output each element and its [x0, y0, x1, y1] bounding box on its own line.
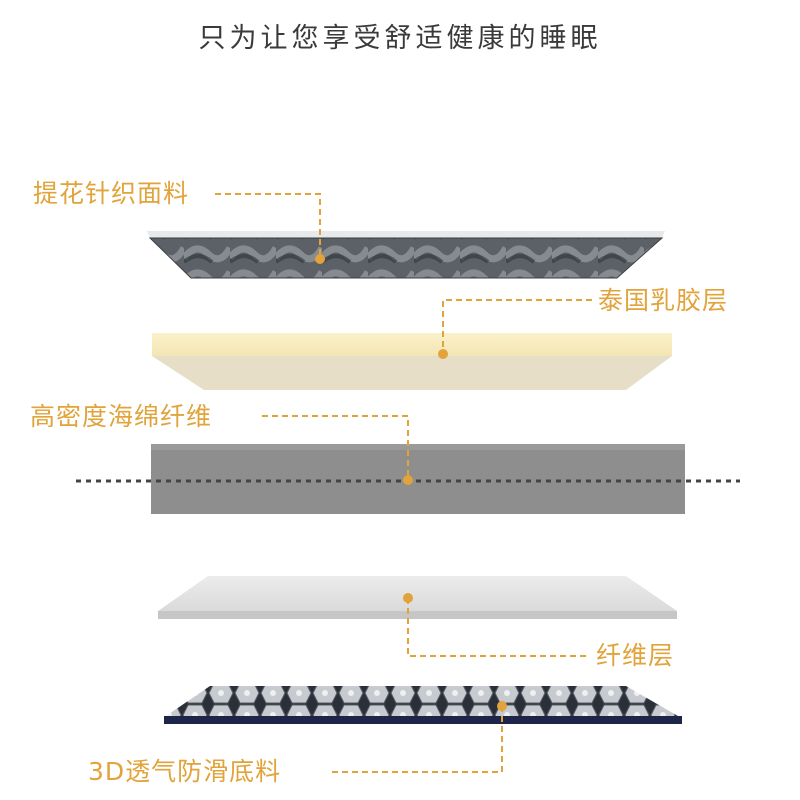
leader-line-latex	[442, 299, 592, 354]
fiber-layer	[158, 576, 677, 619]
page-title: 只为让您享受舒适健康的睡眠	[198, 23, 602, 54]
marker-dot-latex	[438, 349, 448, 359]
label-base: 3D透气防滑底料	[88, 757, 282, 786]
leader-lines	[215, 193, 592, 773]
latex-layer	[152, 333, 672, 390]
label-latex: 泰国乳胶层	[598, 286, 729, 315]
marker-dot-base	[497, 701, 507, 711]
marker-dot-knit-fabric	[315, 254, 325, 264]
label-fiber: 纤维层	[596, 641, 675, 670]
knit-fabric-layer	[147, 231, 665, 279]
leader-line-base	[330, 706, 503, 773]
label-foam: 高密度海绵纤维	[30, 402, 213, 431]
foam-layer	[76, 444, 740, 514]
base-layer	[164, 686, 682, 724]
marker-dot-fiber	[403, 593, 413, 603]
leader-line-knit-fabric	[215, 193, 321, 259]
leader-line-foam	[262, 415, 409, 480]
marker-dot-foam	[403, 475, 413, 485]
label-knit-fabric: 提花针织面料	[33, 179, 190, 208]
marker-dots	[315, 254, 507, 711]
